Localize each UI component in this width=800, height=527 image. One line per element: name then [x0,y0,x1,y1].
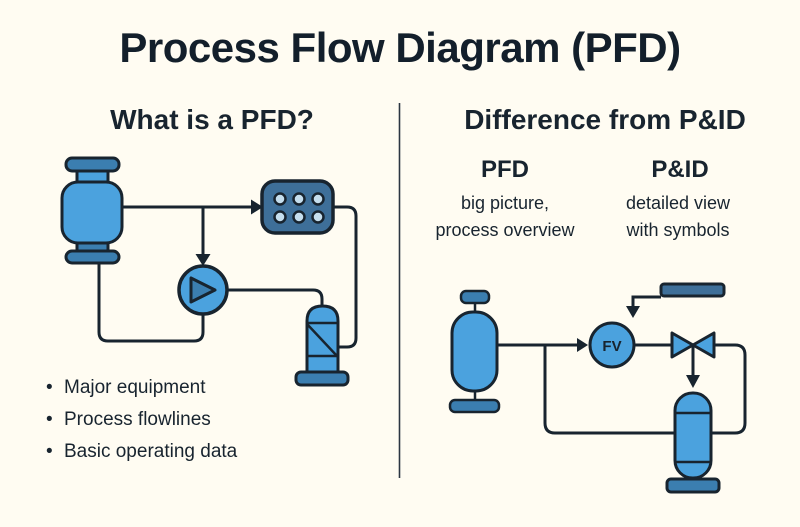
column-base [294,370,350,387]
arrowhead-down-icon [626,306,640,318]
arrowhead-down-icon [195,254,211,266]
flow-control-valve-icon: FV [588,321,636,369]
pump-icon [177,264,229,316]
reactor-port [292,210,306,224]
vessel-body [60,180,124,245]
packed-column-icon [294,304,350,387]
valve-right-triangle [691,331,716,359]
feed-vessel-icon [448,289,501,414]
column-label-pfd: PFD [481,156,529,183]
reactor-icon [260,179,335,235]
feed-vessel-icon [60,156,124,265]
gate-valve-icon [670,331,716,359]
instrument-bar-icon [659,282,726,298]
page-title: Process Flow Diagram (PFD) [119,24,681,71]
column-desc-pid: detailed view with symbols [598,190,758,244]
arrowhead-down-icon [686,375,700,388]
desc-line: with symbols [626,220,730,240]
column-packing-diagonal [306,323,338,357]
flowline-pump-to-column [227,288,324,306]
product-vessel-icon [665,391,721,494]
left-panel-heading: What is a PFD? [110,104,314,135]
column-desc-pfd: big picture, process overview [405,190,605,244]
reactor-port [311,210,325,224]
reactor-port [292,192,306,206]
column-label-pid: P&ID [651,156,709,183]
vessel-base [665,477,721,494]
arrowhead-right-icon [251,199,263,215]
valve-left-triangle [670,331,695,359]
pid-example-diagram: FV [448,282,747,494]
vessel-body [673,391,713,480]
pfd-example-diagram [60,156,358,387]
flowline-reactor-to-column [333,205,358,349]
list-item: Basic operating data [44,436,384,468]
right-panel-heading: Difference from P&ID [464,104,746,135]
pfd-feature-list: Major equipment Process flowlines Basic … [44,372,384,468]
list-item: Process flowlines [44,404,384,436]
desc-line: process overview [435,220,575,240]
vessel-top-flange [64,156,121,173]
fv-circle [588,321,636,369]
flowline-bypass-loop [543,343,747,435]
list-item: Major equipment [44,372,384,404]
vessel-top-cap [459,289,491,305]
reactor-port [273,210,287,224]
vessel-bottom-flange [64,249,121,265]
desc-line: detailed view [625,193,731,213]
instrument-signal-line [631,295,661,306]
reactor-body [260,179,335,235]
desc-line: big picture, [460,193,550,213]
vessel-body [450,310,499,393]
arrowhead-right-icon [577,338,588,352]
reactor-port [273,192,287,206]
vessel-base [448,398,501,414]
flowline-vessel-to-pump [97,263,205,343]
fv-tag-label: FV [602,338,621,355]
pump-impeller [189,276,217,304]
reactor-port [311,192,325,206]
